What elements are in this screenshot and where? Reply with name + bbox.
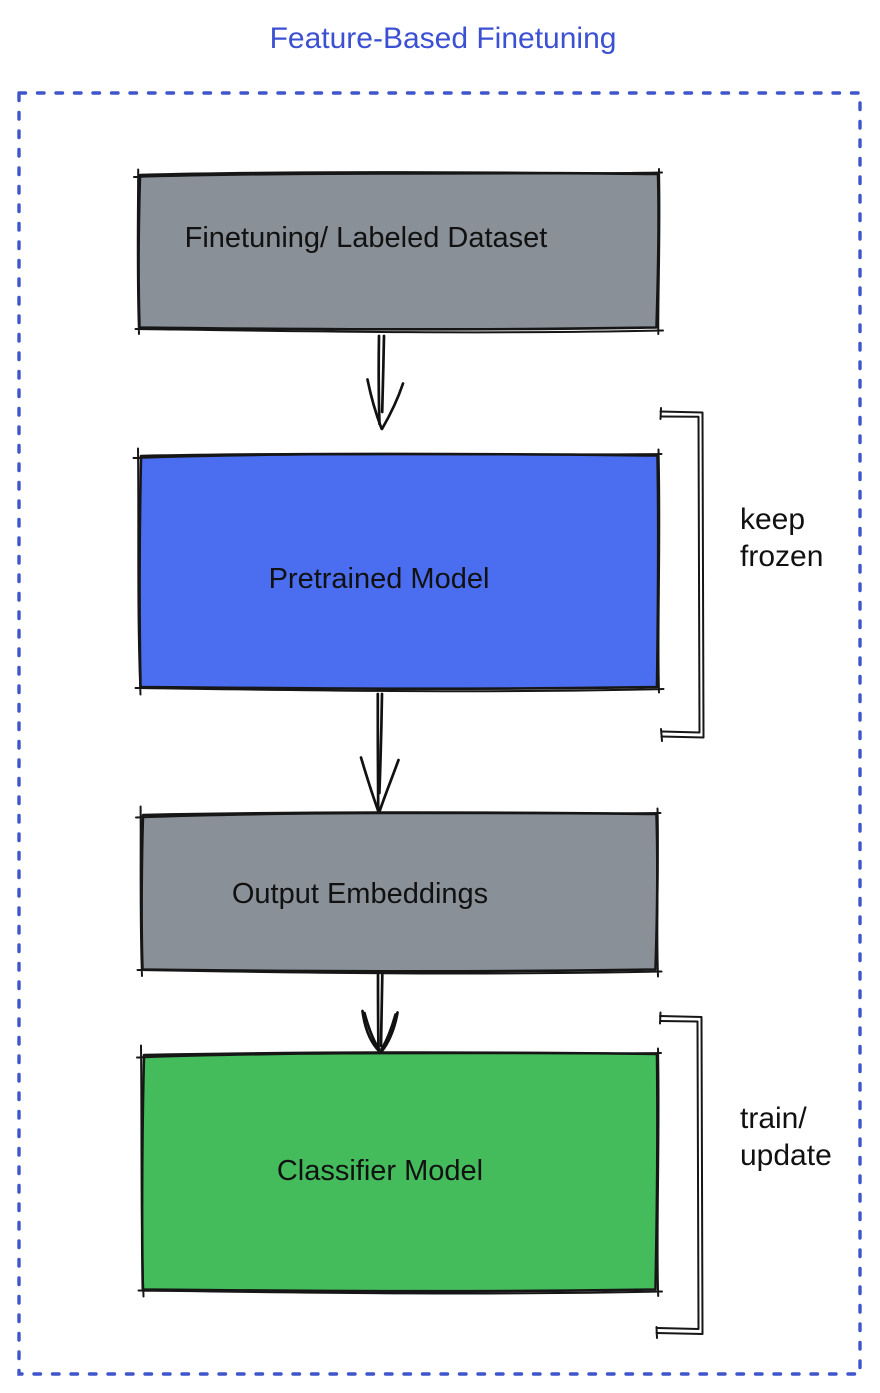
node-finetuning-dataset: Finetuning/ Labeled Dataset — [133, 168, 664, 335]
node-label: Output Embeddings — [232, 878, 488, 910]
page-title: Feature-Based Finetuning — [270, 22, 617, 55]
node-label: Finetuning/ Labeled Dataset — [185, 222, 548, 254]
node-box-sketch-outline — [136, 1044, 663, 1298]
arrow-dataset-to-pretrained — [366, 334, 405, 431]
node-box-sketch-outline — [135, 805, 663, 978]
node-label: Pretrained Model — [269, 563, 490, 595]
annotation-line: update — [740, 1139, 832, 1172]
arrowhead — [359, 756, 380, 813]
node-label: Classifier Model — [277, 1155, 483, 1187]
node-pretrained-model: Pretrained Model — [132, 447, 665, 696]
dotted-frame-border — [17, 91, 862, 1376]
arrowhead — [380, 382, 405, 431]
arrow-shaft — [378, 692, 384, 795]
annotation-line: frozen — [740, 540, 823, 573]
bracket — [655, 1015, 704, 1335]
arrowhead — [366, 378, 383, 430]
node-output-embeddings: Output Embeddings — [135, 805, 663, 978]
annotation-train-update: train/ update — [655, 1011, 832, 1339]
arrow-embeddings-to-classifier — [361, 973, 399, 1053]
bracket — [660, 415, 701, 734]
annotation-line: keep — [740, 503, 805, 536]
node-box-sketch-outline — [132, 447, 665, 696]
arrowhead — [380, 1013, 397, 1051]
arrowhead — [380, 1011, 399, 1053]
bracket — [657, 1020, 700, 1330]
arrow-shaft — [379, 973, 384, 1048]
node-classifier-model: Classifier Model — [136, 1044, 663, 1298]
arrow-shaft — [376, 973, 380, 1051]
arrow-shaft — [380, 334, 386, 414]
bracket — [659, 410, 705, 739]
arrowhead — [361, 1009, 381, 1053]
annotation-line: train/ — [740, 1102, 807, 1135]
arrow-shaft — [377, 334, 381, 426]
arrowhead — [363, 1011, 381, 1051]
node-box-sketch-outline — [133, 168, 664, 335]
bracket — [659, 407, 663, 742]
arrowhead — [377, 758, 400, 814]
arrow-pretrained-to-embeddings — [359, 692, 400, 814]
annotation-keep-frozen: keep frozen — [659, 407, 823, 742]
bracket — [655, 1011, 662, 1339]
